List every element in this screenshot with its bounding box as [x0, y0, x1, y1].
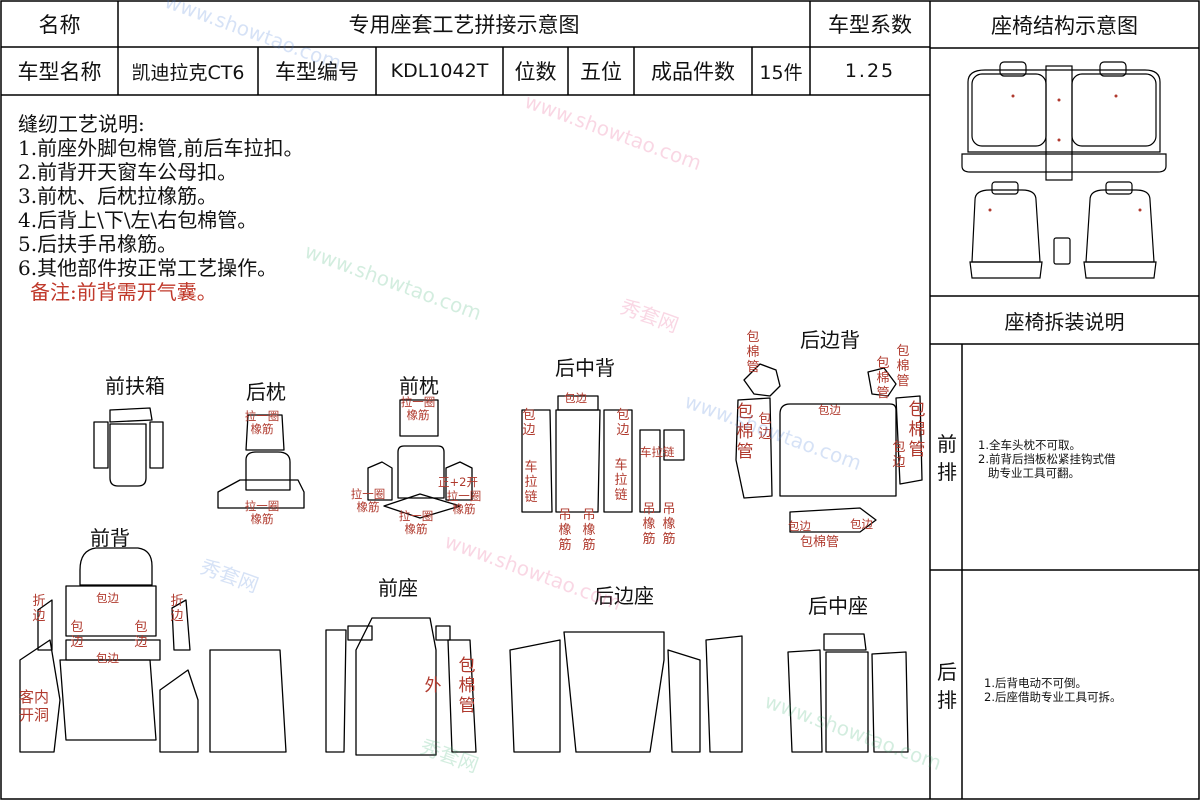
name-label: 名称 — [38, 13, 81, 37]
assembly-title: 座椅拆装说明 — [1004, 309, 1125, 334]
note-rmb-hang-4: 吊橡筋 — [662, 502, 676, 547]
notes-line-3: 3.前枕、后枕拉橡筋。 — [18, 184, 218, 208]
note-rsb-bottom-pipe: 包棉管 — [800, 535, 840, 550]
note-rmb-hang-1: 吊橡筋 — [558, 508, 572, 553]
piece-rear-headrest — [217, 414, 305, 509]
note-front-headrest-bottom: 拉一圈橡筋 — [398, 509, 434, 536]
note-fb-mid-edge: 包边 — [96, 651, 119, 665]
note-fb-right-fold: 折边 — [170, 594, 184, 624]
note-rsb-left-big: 包棉管 — [736, 402, 754, 462]
notes-remark: 备注:前背需开气囊。 — [30, 280, 217, 304]
note-rmb-hang-2: 吊橡筋 — [582, 508, 596, 553]
note-front-headrest-left: 拉一圈橡筋 — [350, 487, 386, 514]
piece-rear-middle-back — [521, 395, 685, 513]
note-rsb-right-big: 包棉管 — [908, 400, 926, 460]
note-fb-top-edge: 包边 — [96, 591, 119, 605]
structure-title: 座椅结构示意图 — [991, 13, 1138, 38]
front-instruction-1: 1.全车头枕不可取。 — [978, 438, 1081, 452]
label-rear-headrest: 后枕 — [246, 380, 286, 404]
front-row-label: 前排 — [937, 432, 957, 484]
note-fb-left-fold: 折边 — [32, 594, 46, 624]
note-fs-pipe: 包棉管 — [458, 656, 476, 716]
seats-label: 位数 — [514, 60, 557, 84]
model-name-label: 车型名称 — [17, 60, 102, 84]
sewing-notes: 缝纫工艺说明: 1.前座外脚包棉管,前后车拉扣。 2.前背开天窗车公母扣。 3.… — [18, 112, 303, 304]
piece-rear-side-seat — [509, 631, 743, 753]
front-row-instructions: 1.全车头枕不可取。 2.前背后挡板松紧挂钩式借 助专业工具可翻。 — [978, 438, 1115, 480]
pieces-label: 成品件数 — [651, 60, 735, 84]
note-rmb-hang-3: 吊橡筋 — [642, 502, 656, 547]
rear-instruction-2: 2.后座借助专业工具可拆。 — [984, 690, 1122, 704]
coefficient-value: 1.25 — [844, 60, 896, 82]
model-name-value: 凯迪拉克CT6 — [131, 61, 245, 84]
note-rear-headrest-bottom: 拉一圈橡筋 — [244, 499, 280, 526]
piece-rear-side-back — [735, 363, 923, 533]
front-instruction-3: 助专业工具可翻。 — [988, 466, 1080, 480]
notes-line-2: 2.前背开天窗车公母扣。 — [18, 160, 238, 184]
label-rear-side-back: 后边背 — [800, 328, 860, 352]
notes-title: 缝纫工艺说明: — [18, 112, 145, 136]
notes-line-6: 6.其他部件按正常工艺操作。 — [18, 256, 278, 280]
note-fb-left-wrap: 包边 — [70, 620, 84, 650]
note-rmb-top-edge: 包边 — [564, 391, 587, 405]
rear-row-instructions: 1.后背电动不可倒。 2.后座借助专业工具可拆。 — [984, 676, 1121, 704]
seats-value: 五位 — [580, 60, 622, 84]
label-rear-middle-back: 后中背 — [555, 356, 615, 380]
label-rear-middle-seat: 后中座 — [808, 594, 868, 618]
label-front-back: 前背 — [90, 526, 130, 550]
note-rear-headrest-top: 拉一圈橡筋 — [244, 409, 280, 436]
note-rmb-left-edge: 包边 — [522, 408, 536, 438]
note-fs-outer: 外 — [424, 676, 442, 696]
note-rmb-left-zipper: 车拉链 — [524, 460, 538, 505]
note-rsb-right-edge: 包边 — [892, 440, 906, 470]
note-rmb-right-edge: 包边 — [616, 408, 630, 438]
notes-line-1: 1.前座外脚包棉管,前后车拉扣。 — [18, 136, 304, 160]
label-front-headrest: 前枕 — [399, 374, 439, 398]
note-rsb-far-right-pipe: 包棉管 — [896, 344, 910, 389]
model-code-value: KDL1042T — [390, 60, 489, 82]
piece-front-headrest — [367, 399, 473, 519]
note-rsb-left-edge: 包边 — [758, 412, 772, 442]
note-front-headrest-open: 正+2开 — [438, 475, 478, 489]
pieces-value: 15件 — [759, 61, 803, 84]
notes-line-5: 5.后扶手吊橡筋。 — [18, 232, 178, 256]
note-rmb-right-zipper: 车拉链 — [614, 458, 628, 503]
note-fb-right-wrap: 包边 — [134, 620, 148, 650]
label-rear-side-seat: 后边座 — [594, 584, 654, 608]
rear-row-label: 后排 — [937, 660, 957, 712]
note-front-headrest-top: 拉一圈橡筋 — [400, 395, 436, 422]
coefficient-label: 车型系数 — [828, 13, 912, 37]
note-rsb-bottom-edge-1: 包边 — [788, 519, 811, 533]
label-front-armrest: 前扶箱 — [105, 374, 165, 398]
note-fb-inner-hole: 客内开洞 — [18, 688, 49, 724]
note-rsb-top-edge: 包边 — [818, 403, 841, 417]
piece-front-back — [19, 547, 287, 753]
rear-instruction-1: 1.后背电动不可倒。 — [984, 676, 1087, 690]
label-front-seat: 前座 — [378, 576, 418, 600]
piece-front-seat — [325, 617, 477, 756]
model-code-label: 车型编号 — [275, 60, 359, 84]
note-front-headrest-right: 拉一圈橡筋 — [446, 489, 482, 516]
note-rmb-side-zipper: 车拉链 — [640, 445, 675, 459]
note-rsb-bottom-edge-2: 包边 — [850, 517, 873, 531]
document-title: 专用座套工艺拼接示意图 — [348, 13, 580, 37]
notes-line-4: 4.后背上\下\左\右包棉管。 — [18, 208, 258, 232]
note-rsb-right-pipe: 包棉管 — [876, 356, 890, 401]
piece-rear-middle-seat — [787, 633, 909, 753]
piece-front-armrest — [93, 407, 164, 487]
note-rsb-left-pipe: 包棉管 — [746, 330, 760, 375]
front-instruction-2: 2.前背后挡板松紧挂钩式借 — [978, 452, 1116, 466]
